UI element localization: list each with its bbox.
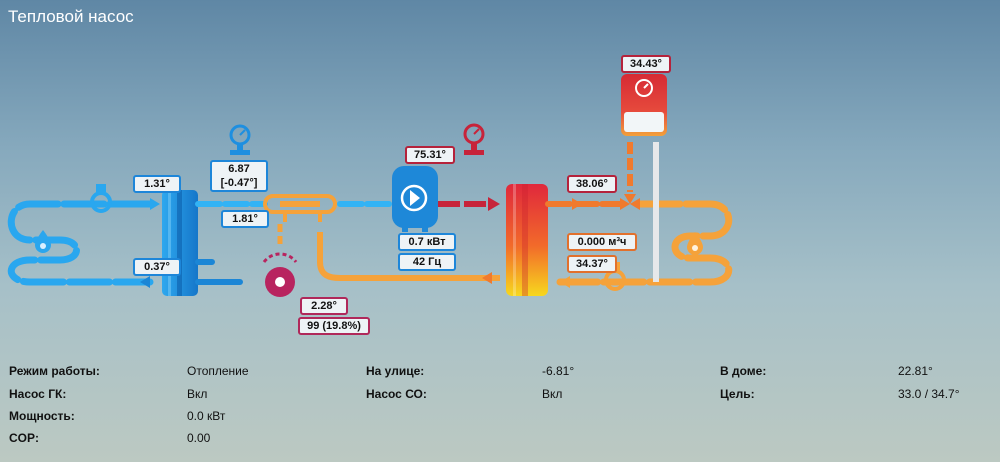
source-out-temp: 0.37° (133, 258, 181, 276)
pump-gk-value: Вкл (187, 387, 208, 401)
flow-rate: 0.000 м³ч (567, 233, 637, 251)
compressor-power: 0.7 кВт (398, 233, 456, 251)
compressor-freq: 42 Гц (398, 253, 456, 271)
valve-steps: 99 (19.8%) (298, 317, 370, 335)
discharge-line (438, 197, 500, 211)
cop-value: 0.00 (187, 431, 211, 445)
pressure-temp: [-0.47°] (220, 177, 258, 189)
manometer-icon (463, 123, 485, 155)
outdoor-value: -6.81° (542, 364, 575, 378)
three-way-valve (620, 194, 640, 210)
target-value: 33.0 / 34.7° (898, 387, 960, 401)
compressor-temp: 75.31° (405, 146, 455, 164)
pump-gk-key: Насос ГК: (9, 387, 67, 401)
suction-temp: 1.81° (221, 210, 269, 228)
heat-pump-diagram (7, 74, 733, 297)
source-in-temp: 1.31° (133, 175, 181, 193)
power-key: Мощность: (9, 409, 75, 423)
target-key: Цель: (720, 387, 755, 401)
boiler-temp: 34.43° (621, 55, 671, 73)
boiler-icon (621, 74, 667, 136)
supply-temp: 38.06° (567, 175, 617, 193)
boiler-lines (627, 142, 659, 282)
pump-co-value: Вкл (542, 387, 563, 401)
source-loop (7, 198, 160, 288)
liquid-line (317, 232, 500, 284)
manometer-icon (229, 124, 251, 155)
indoor-value: 22.81° (898, 364, 933, 378)
mode-key: Режим работы: (9, 364, 100, 378)
heat-exchanger-icon (162, 190, 198, 296)
outdoor-key: На улице: (366, 364, 425, 378)
accumulator (263, 194, 337, 222)
valve-temp: 2.28° (300, 297, 348, 315)
power-value: 0.0 кВт (187, 409, 226, 423)
return-temp: 34.37° (567, 255, 617, 273)
indoor-key: В доме: (720, 364, 767, 378)
compressor-icon (392, 166, 438, 232)
water-drop-icon (687, 232, 703, 255)
pump-co-key: Насос СО: (366, 387, 427, 401)
mode-value: Отопление (187, 364, 249, 378)
heat-exchanger-icon (506, 184, 548, 296)
pump-icon (90, 184, 112, 213)
suction-line (195, 201, 395, 285)
expansion-valve-icon (262, 224, 298, 297)
cop-key: COP: (9, 431, 39, 445)
heating-loop (545, 198, 733, 288)
pressure-value: 6.87 (228, 163, 250, 175)
low-pressure: 6.87 [-0.47°] (210, 160, 268, 192)
water-drop-icon (35, 230, 51, 253)
page-title: Тепловой насос (8, 7, 134, 26)
